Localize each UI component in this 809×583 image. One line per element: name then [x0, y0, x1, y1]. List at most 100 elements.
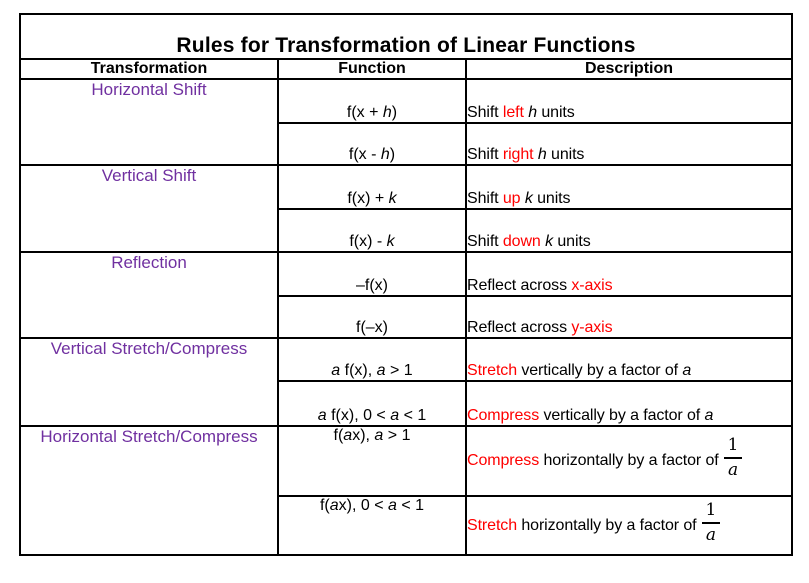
text-segment: a: [343, 427, 353, 444]
text-segment: Shift: [467, 146, 503, 163]
function-cell: –f(x): [277, 251, 467, 297]
text-segment: horizontally by a factor of: [517, 516, 697, 534]
text-segment: a: [682, 362, 692, 379]
text-segment: ): [389, 146, 396, 163]
transformation-cell: Horizontal Stretch/Compress: [19, 425, 279, 556]
table-row: Reflection –f(x) Reflect across x-axis: [19, 251, 794, 339]
text-segment: f(x) +: [347, 190, 389, 207]
table-row: f(x - h)Shift right h units: [20, 122, 794, 166]
text-segment: a: [329, 497, 339, 514]
description-cell: Shift right h units: [464, 122, 794, 166]
transformation-cell: Vertical Shift: [19, 164, 279, 253]
fraction-denominator: a: [705, 524, 716, 545]
text-segment: Shift: [467, 104, 503, 121]
text-segment: Stretch: [467, 362, 517, 379]
title-row: Rules for Transformation of Linear Funct…: [18, 13, 794, 60]
column-header-description: Description: [464, 58, 794, 80]
text-segment: units: [537, 104, 575, 121]
transformation-rules-table: Rules for Transformation of Linear Funct…: [18, 13, 794, 556]
text-segment: units: [553, 233, 591, 250]
text-segment: a: [331, 362, 341, 379]
fraction-denominator: a: [727, 460, 738, 480]
text-segment: units: [546, 146, 585, 163]
function-cell: f(ax), a > 1: [277, 425, 467, 497]
table-title: Rules for Transformation of Linear Funct…: [18, 13, 794, 60]
description-cell: Stretch vertically by a factor of a: [464, 337, 794, 382]
text-segment: f(: [319, 497, 330, 514]
text-segment: a: [388, 497, 397, 514]
table-head: Rules for Transformation of Linear Funct…: [18, 13, 794, 80]
text-segment: vertically by a factor of: [539, 407, 705, 424]
function-cell: f(ax), 0 < a < 1: [277, 495, 467, 556]
text-segment: k: [388, 190, 397, 207]
text-segment: h: [382, 104, 392, 121]
text-segment: f(x), 0 <: [326, 407, 391, 424]
description-cell: Reflect across x-axis: [464, 251, 794, 297]
text-segment: Shift: [467, 190, 503, 207]
text-segment: left: [502, 104, 524, 121]
function-cell: a f(x), 0 < a < 1: [277, 380, 467, 427]
text-segment: a: [317, 407, 327, 424]
description-cell: Shift down k units: [464, 208, 794, 253]
table-row: f(–x)Reflect across y-axis: [20, 295, 794, 339]
description-cell: Shift up k units: [464, 164, 794, 210]
column-header-function: Function: [277, 58, 467, 80]
function-cell: f(x + h): [277, 78, 467, 124]
text-segment: down: [502, 233, 541, 250]
text-segment: < 1: [399, 407, 427, 424]
text-segment: Reflect across: [467, 277, 572, 294]
text-segment: right: [502, 146, 534, 163]
function-cell: a f(x), a > 1: [277, 337, 467, 382]
text-segment: a: [704, 407, 714, 424]
text-segment: a: [376, 362, 386, 379]
text-segment: f(: [333, 427, 344, 444]
column-header-transformation: Transformation: [19, 58, 279, 80]
description-cell: Compress vertically by a factor of a: [464, 380, 794, 427]
text-segment: f(x +: [346, 104, 383, 121]
description-cell: Reflect across y-axis: [464, 295, 794, 339]
text-segment: horizontally by a factor of: [539, 452, 719, 470]
fraction-numerator: 1: [723, 437, 743, 459]
transformation-cell: Vertical Stretch/Compress: [19, 337, 279, 427]
transformation-cell: Reflection: [19, 251, 279, 339]
text-segment: x), 0 <: [338, 497, 388, 514]
text-segment: h: [528, 104, 537, 121]
text-segment: k: [545, 233, 553, 250]
text-segment: y-axis: [571, 319, 613, 336]
text-segment: up: [502, 190, 521, 207]
text-segment: h: [380, 146, 390, 163]
text-segment: < 1: [396, 497, 425, 514]
text-segment: h: [537, 146, 547, 163]
text-segment: –f(x): [356, 277, 388, 294]
text-segment: Reflect across: [467, 319, 572, 336]
text-segment: vertically by a factor of: [517, 362, 683, 379]
text-segment: x-axis: [571, 277, 613, 294]
text-segment: units: [532, 190, 571, 207]
text-segment: Stretch: [467, 516, 517, 534]
function-cell: f(x) - k: [277, 208, 467, 253]
text-segment: Compress: [467, 452, 540, 470]
text-segment: f(x -: [348, 146, 381, 163]
function-cell: f(x - h): [277, 122, 467, 166]
text-segment: Shift: [467, 233, 503, 250]
text-segment: > 1: [385, 362, 413, 379]
text-segment: ): [391, 104, 398, 121]
function-cell: f(x) + k: [277, 164, 467, 210]
fraction-numerator: 1: [701, 501, 721, 524]
description-cell: Shift left h units: [464, 78, 794, 124]
text-segment: a: [390, 407, 400, 424]
text-segment: > 1: [383, 427, 411, 444]
transformation-cell: Horizontal Shift: [19, 78, 279, 166]
text-segment: a: [374, 427, 384, 444]
